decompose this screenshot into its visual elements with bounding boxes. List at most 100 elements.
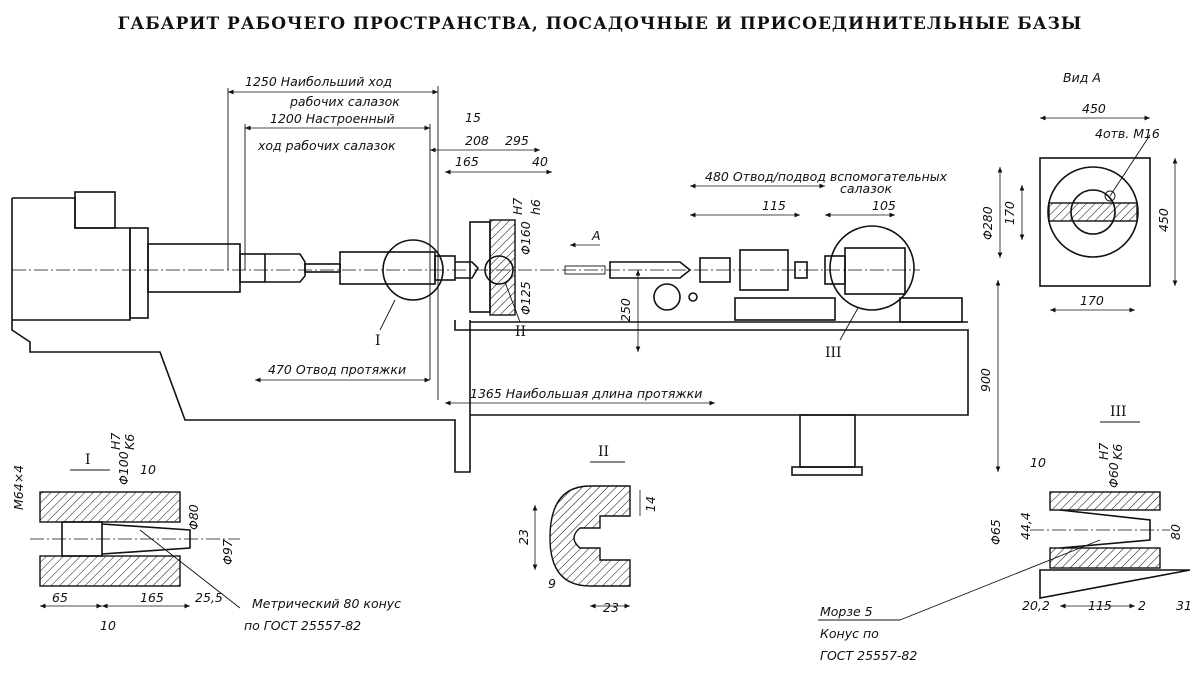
note-morse-3: ГОСТ 25557-82 xyxy=(820,648,917,663)
label-1200b: ход рабочих салазок xyxy=(257,138,396,153)
label-i-10b: 10 xyxy=(100,618,116,633)
label-iii-h7: H7 xyxy=(1096,443,1111,460)
flange-slot xyxy=(1048,202,1138,222)
label-900: 900 xyxy=(978,368,993,392)
mark-ii: II xyxy=(515,324,526,340)
detail-iii-lower xyxy=(1049,547,1161,569)
detail-iii-circle xyxy=(829,225,915,311)
note-morse-1: Морзе 5 xyxy=(820,604,873,619)
view-a-title: Вид А xyxy=(1063,70,1101,85)
table-leg xyxy=(799,414,856,468)
leader-holes xyxy=(1109,134,1151,197)
label-d280: Φ280 xyxy=(980,206,995,240)
aux-wheel xyxy=(653,283,681,311)
slide-rod xyxy=(304,263,341,273)
label-165i: 165 xyxy=(140,590,164,605)
label-450w: 450 xyxy=(1082,101,1106,116)
mark-iii: III xyxy=(825,345,842,361)
label-170h: 170 xyxy=(1080,293,1104,308)
label-444: 44,4 xyxy=(1018,512,1033,540)
label-holes: 4отв. М16 xyxy=(1095,126,1160,141)
aux-wheel-small xyxy=(688,292,698,302)
label-115iii: 115 xyxy=(1088,598,1112,613)
aux-rail xyxy=(734,297,836,321)
page-title: ГАБАРИТ РАБОЧЕГО ПРОСТРАНСТВА, ПОСАДОЧНЫ… xyxy=(117,14,1083,34)
aux-holder xyxy=(699,257,731,283)
label-1250b: рабочих салазок xyxy=(289,94,400,109)
label-i-k6: K6 xyxy=(122,434,137,450)
broach-body xyxy=(609,261,692,279)
label-iii-10: 10 xyxy=(1030,455,1046,470)
label-1200: 1200 Настроенный xyxy=(270,111,395,126)
aux-housing xyxy=(844,247,906,295)
label-d60: Φ60 xyxy=(1106,462,1121,488)
mark-i: I xyxy=(375,333,381,349)
machine-bed-top xyxy=(12,197,131,321)
detail-i-upper xyxy=(39,491,181,523)
detail-ii: II 23 14 9 23 xyxy=(516,444,658,615)
detail-iii-title: III xyxy=(1110,404,1127,420)
leader-iii xyxy=(839,307,859,341)
label-2: 2 xyxy=(1138,598,1146,613)
label-295: 295 xyxy=(505,133,529,148)
note-morse-2: Конус по xyxy=(820,626,879,641)
leader-ii xyxy=(504,281,521,323)
top-block xyxy=(74,191,116,229)
label-h6: h6 xyxy=(528,199,543,215)
label-d65iii: Φ65 xyxy=(988,519,1003,545)
label-170v: 170 xyxy=(1002,201,1017,225)
label-1365: 1365 Наибольшая длина протяжки xyxy=(470,386,702,401)
aux-carriage xyxy=(739,249,789,291)
label-d160: Φ160 xyxy=(518,221,533,255)
label-d100: Φ100 xyxy=(116,451,131,485)
label-450h: 450 xyxy=(1156,208,1171,232)
label-65: 65 xyxy=(52,590,68,605)
flange-circle xyxy=(1047,166,1139,258)
label-i-10a: 10 xyxy=(140,462,156,477)
detail-iii-upper xyxy=(1049,491,1161,511)
label-250: 250 xyxy=(618,298,633,322)
label-15: 15 xyxy=(465,110,481,125)
view-a: Вид А 450 4отв. М16 Φ280 170 450 170 xyxy=(980,70,1178,313)
leader-cone xyxy=(139,529,241,609)
label-480b: салазок xyxy=(840,181,892,196)
aux-rail-right xyxy=(899,297,963,323)
broach-tip xyxy=(564,265,606,275)
detail-iii-taper xyxy=(1059,509,1151,549)
bolt-hole-icon xyxy=(1104,190,1116,202)
puller-head xyxy=(489,219,516,316)
note-cone-1: Метрический 80 конус xyxy=(252,596,401,611)
label-480: 480 Отвод/подвод вспомогательных xyxy=(705,169,948,184)
note-cone-2: по ГОСТ 25557-82 xyxy=(244,618,361,633)
label-iii-k6: K6 xyxy=(1110,444,1125,460)
label-105: 105 xyxy=(872,198,896,213)
t-slot-section xyxy=(549,485,631,587)
spindle-nose xyxy=(434,255,456,281)
flange-plate xyxy=(1039,157,1151,287)
detail-iii-shank xyxy=(1039,569,1191,599)
detail-i-lower xyxy=(39,555,181,587)
label-d80i: Φ80 xyxy=(186,504,201,530)
label-d97: Φ97 xyxy=(220,539,235,565)
detail-iii: III H7 K6 Φ60 10 Φ65 44,4 80 20,2 115 2 … xyxy=(818,404,1192,663)
machine-body xyxy=(11,198,471,473)
table-foot xyxy=(791,466,863,476)
label-202: 20,2 xyxy=(1022,598,1050,613)
detail-ii-title: II xyxy=(598,444,609,460)
carriage-flange xyxy=(129,227,149,319)
label-23v: 23 xyxy=(516,529,531,545)
label-9: 9 xyxy=(548,576,556,591)
puller-plate xyxy=(469,221,491,313)
label-255: 25,5 xyxy=(195,590,223,605)
slide-taper xyxy=(265,253,306,283)
leader-morse xyxy=(899,539,1101,621)
detail-i-title: I xyxy=(85,452,91,468)
label-arrow-a: A xyxy=(591,228,601,243)
detail-i: I М64×4 H7 K6 Φ100 10 Φ80 Φ97 65 165 25,… xyxy=(11,433,401,633)
label-470: 470 Отвод протяжки xyxy=(268,362,406,377)
label-80iii: 80 xyxy=(1168,524,1183,540)
aux-rod xyxy=(794,261,808,279)
label-h7: H7 xyxy=(510,198,525,215)
label-31: 31 xyxy=(1176,598,1192,613)
